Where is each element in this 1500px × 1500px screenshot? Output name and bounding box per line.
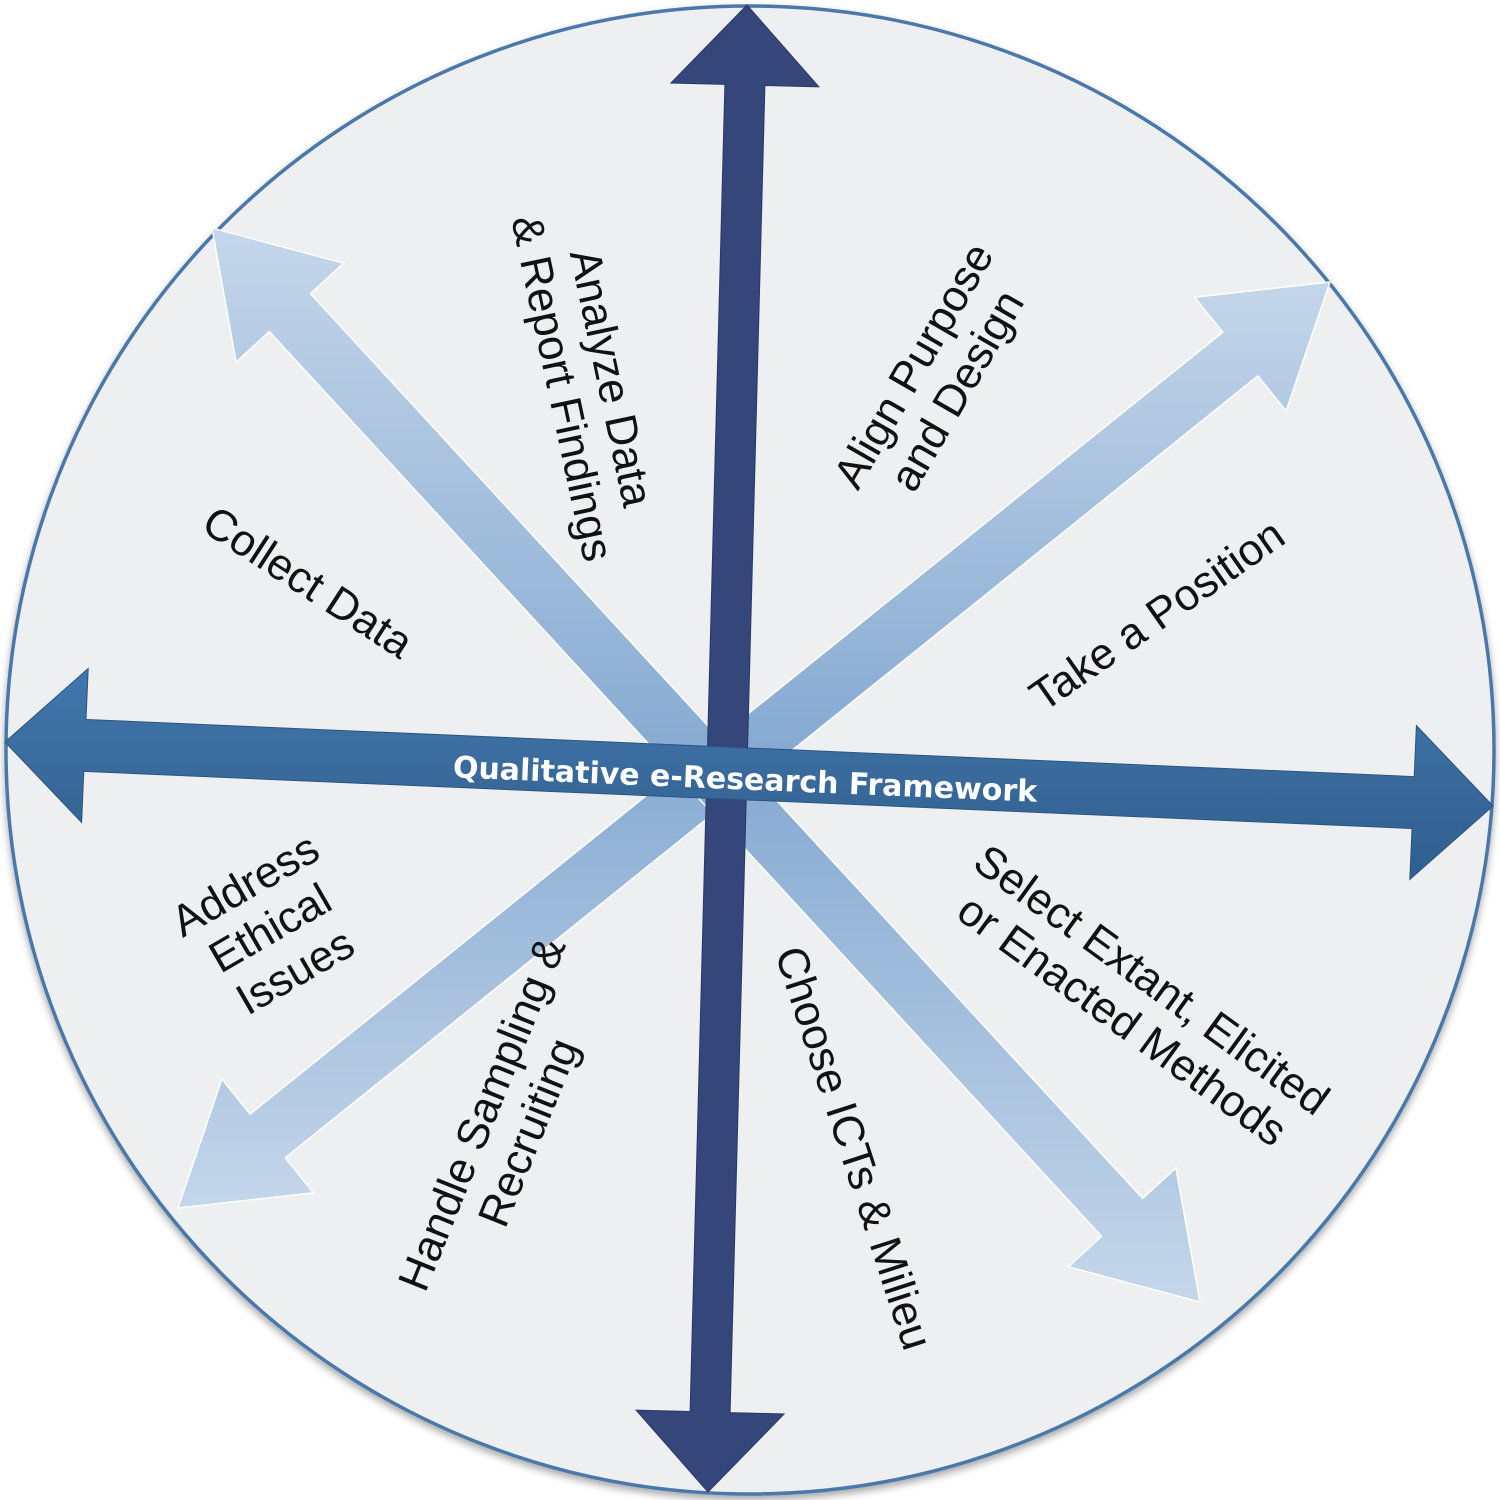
horizontal-arrow — [4, 667, 1494, 881]
diagonal-arrow-ne-sw — [176, 281, 1332, 1209]
arrows-group — [4, 4, 1494, 1493]
